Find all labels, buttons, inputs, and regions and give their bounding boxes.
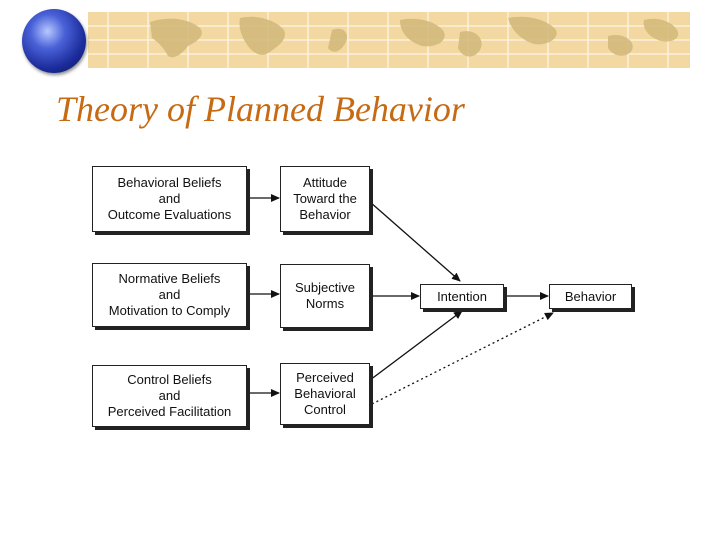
box-line: and	[158, 191, 181, 206]
slide-title: Theory of Planned Behavior	[56, 89, 465, 129]
box-line: Perceived	[296, 370, 354, 385]
box-behavior: Behavior	[549, 284, 632, 309]
arrow-perceived-control-to-intention	[369, 310, 463, 381]
box-control-beliefs: Control Beliefs and Perceived Facilitati…	[92, 365, 247, 427]
box-perceived-behavioral-control: Perceived Behavioral Control	[280, 363, 370, 425]
box-line: and	[158, 388, 181, 403]
box-line: Norms	[305, 296, 345, 311]
box-line: Behavior	[564, 288, 617, 304]
box-line: Motivation to Comply	[108, 303, 231, 318]
box-line: Control	[304, 402, 346, 417]
globe-icon	[22, 9, 86, 73]
box-line: Intention	[437, 288, 487, 304]
box-line: Behavioral Beliefs	[117, 175, 222, 190]
box-line: Toward the	[293, 191, 357, 206]
box-line: and	[158, 287, 181, 302]
box-normative-beliefs: Normative Beliefs and Motivation to Comp…	[92, 263, 247, 327]
box-line: Behavior	[299, 207, 351, 222]
box-line: Attitude	[302, 175, 348, 190]
box-attitude: Attitude Toward the Behavior	[280, 166, 370, 232]
box-line: Outcome Evaluations	[107, 207, 232, 222]
map-banner	[88, 12, 690, 68]
box-line: Behavioral	[294, 386, 356, 401]
box-behavioral-beliefs: Behavioral Beliefs and Outcome Evaluatio…	[92, 166, 247, 232]
box-intention: Intention	[420, 284, 504, 309]
box-subjective-norms: Subjective Norms	[280, 264, 370, 328]
box-line: Control Beliefs	[127, 372, 212, 387]
world-map-decoration	[88, 12, 690, 68]
arrow-attitude-to-intention	[369, 201, 461, 282]
box-line: Perceived Facilitation	[107, 404, 232, 419]
box-line: Subjective	[295, 280, 355, 295]
box-line: Normative Beliefs	[118, 271, 221, 286]
arrow-perceived-control-to-behavior-dotted	[371, 312, 554, 405]
